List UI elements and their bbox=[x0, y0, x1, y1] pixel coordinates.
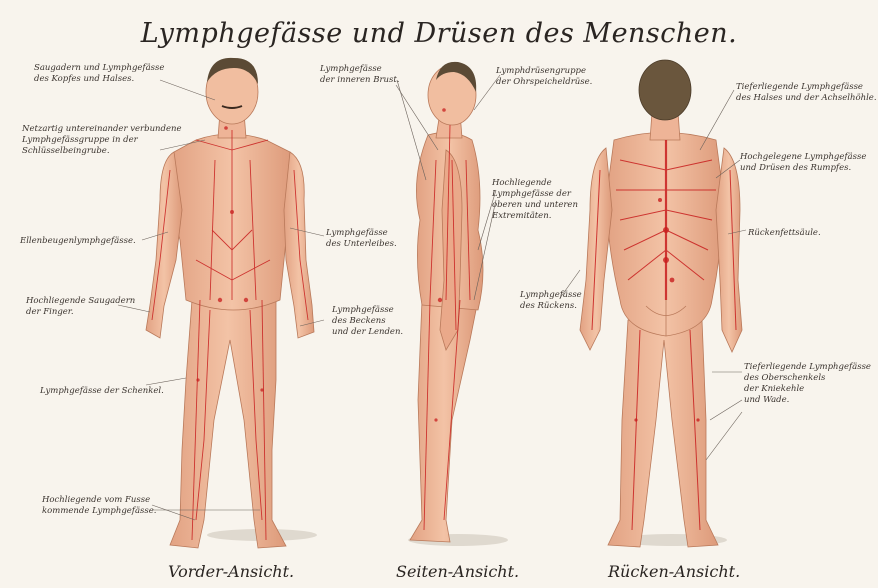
side-figure bbox=[408, 62, 508, 546]
front-legs bbox=[170, 300, 286, 548]
label-front-arm: Ellenbeugenlymphgefässe. bbox=[20, 236, 136, 247]
label-front-thigh: Lymphgefässe der Schenkel. bbox=[40, 386, 164, 397]
label-back-spine: Rückenfettsäule. bbox=[748, 228, 821, 239]
caption-side-view: Seiten-Ansicht. bbox=[396, 562, 519, 581]
back-legs bbox=[608, 320, 718, 547]
plate-title: Lymphgefässe und Drüsen des Menschen. bbox=[0, 18, 878, 49]
caption-back-view: Rücken-Ansicht. bbox=[608, 562, 740, 581]
caption-front-view: Vorder-Ansicht. bbox=[168, 562, 294, 581]
back-head bbox=[639, 60, 691, 120]
back-figure bbox=[580, 60, 742, 547]
front-left-arm bbox=[146, 152, 182, 338]
back-right-arm bbox=[716, 148, 742, 352]
